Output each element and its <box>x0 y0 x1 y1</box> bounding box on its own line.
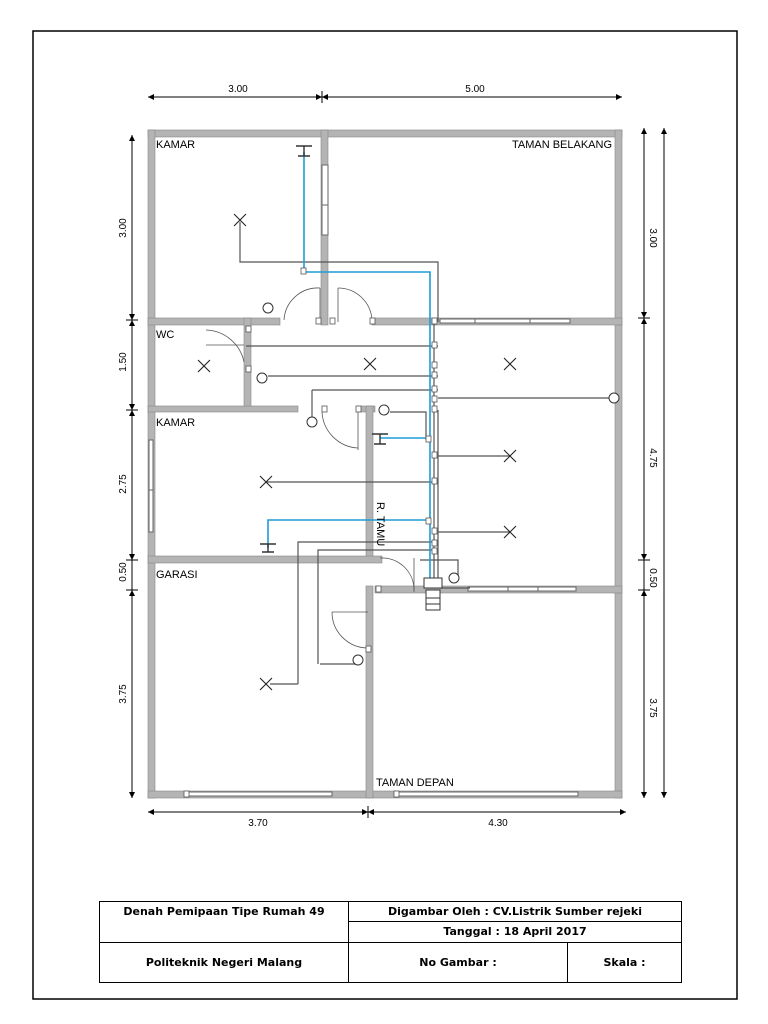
water-meter-icon <box>423 577 443 611</box>
pipe-fittings <box>183 267 438 798</box>
dim-right-4: 3.75 <box>647 698 658 718</box>
dim-left-3: 2.75 <box>118 474 129 494</box>
room-label-kamar-top: KAMAR <box>156 139 195 151</box>
room-label-kamar-mid: KAMAR <box>156 417 195 429</box>
doors <box>205 287 415 649</box>
title-block: Denah Pemipaan Tipe Rumah 49 Digambar Ol… <box>99 900 682 983</box>
dim-top-1: 3.00 <box>228 84 248 95</box>
windows <box>148 164 579 797</box>
dim-bottom-2: 4.30 <box>488 818 508 829</box>
dim-left-4: 0.50 <box>118 562 129 582</box>
blue-pipes <box>267 152 431 580</box>
floor-drain-icons <box>197 213 517 691</box>
grey-pipes <box>239 222 612 685</box>
dim-right-2: 4.75 <box>647 448 658 468</box>
shower-head-icons <box>260 145 388 553</box>
room-label-taman-depan: TAMAN DEPAN <box>376 777 454 789</box>
drawing-scale: Skala : <box>567 941 682 983</box>
dim-left-5: 3.75 <box>118 684 129 704</box>
walls <box>147 129 623 799</box>
dim-right-3: 0.50 <box>647 568 658 588</box>
room-label-wc: WC <box>156 329 174 341</box>
room-label-taman-belakang: TAMAN BELAKANG <box>512 139 612 151</box>
dim-left-2: 1.50 <box>118 352 129 372</box>
project-title: Denah Pemipaan Tipe Rumah 49 <box>99 901 349 943</box>
sheet-border <box>32 30 738 1000</box>
drawn-by: Digambar Oleh : CV.Listrik Sumber rejeki <box>348 900 682 923</box>
room-label-garasi: GARASI <box>156 569 198 581</box>
dim-top-2: 5.00 <box>465 84 485 95</box>
dim-bottom-1: 3.70 <box>248 818 268 829</box>
institution: Politeknik Negeri Malang <box>99 941 349 983</box>
room-label-r-tamu: R. TAMU <box>374 502 386 546</box>
drawing-date: Tanggal : 18 April 2017 <box>348 921 682 943</box>
faucet-icons <box>256 302 620 666</box>
dim-right-1: 3.00 <box>647 228 658 248</box>
drawing-number: No Gambar : <box>348 941 568 983</box>
dim-left-1: 3.00 <box>118 218 129 238</box>
dimension-lines <box>126 91 667 818</box>
